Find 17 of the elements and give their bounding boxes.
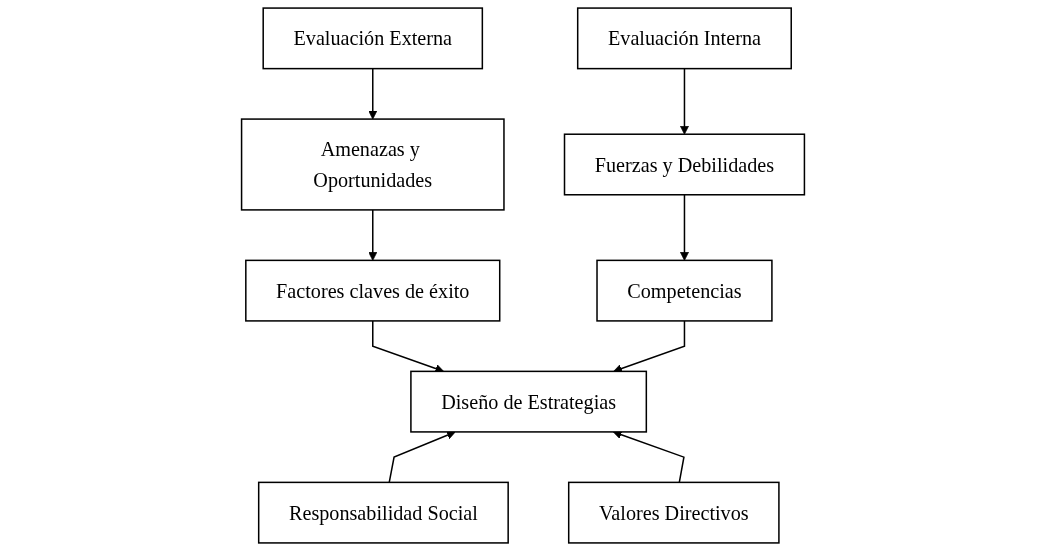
- node-box: Valores Directivos: [567, 481, 780, 544]
- node-box: Evaluación Externa: [262, 7, 484, 70]
- node-box: Competencias: [596, 259, 773, 322]
- arrow: [680, 67, 689, 135]
- node-box: Evaluación Interna: [576, 7, 792, 70]
- arrow: [372, 320, 444, 373]
- arrow: [612, 430, 685, 484]
- node-box: Fuerzas y Debilidades: [563, 133, 806, 196]
- arrow: [388, 430, 456, 484]
- node-box: Responsabilidad Social: [257, 481, 509, 544]
- node-box: Amenazas y Oportunidades: [240, 118, 505, 211]
- node-box: Factores claves de éxito: [245, 259, 501, 322]
- arrow: [680, 194, 689, 261]
- node-box: Diseño de Estrategias: [410, 370, 648, 433]
- arrow: [613, 320, 686, 373]
- arrow: [368, 67, 378, 120]
- arrow: [368, 209, 378, 261]
